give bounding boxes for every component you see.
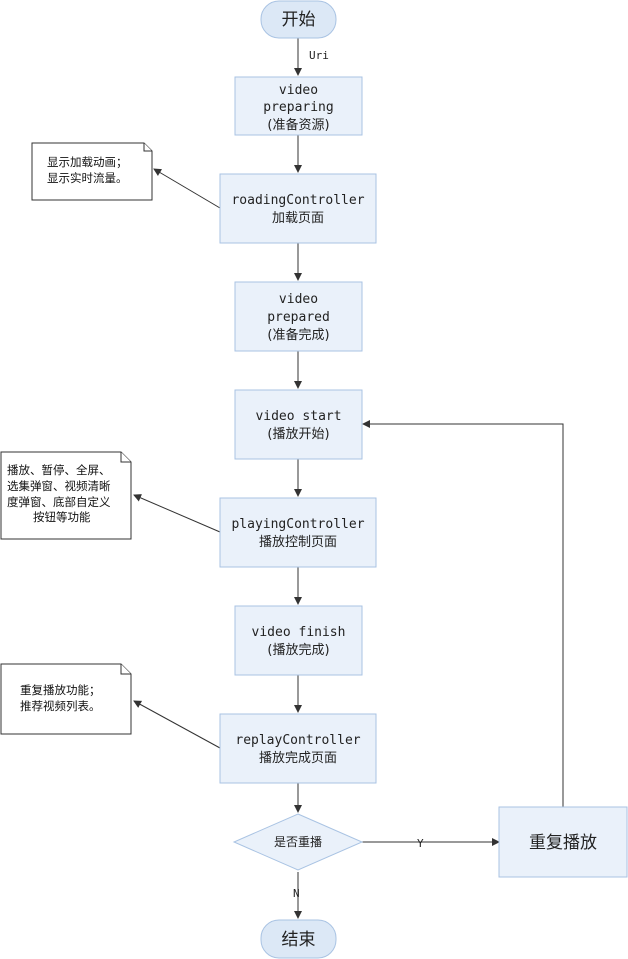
node-video-prepared[interactable]: video prepared (准备完成) — [234, 281, 363, 352]
note-replay: 重复播放功能； 推荐视频列表。 — [0, 663, 132, 735]
node-label-line: (准备完成) — [267, 327, 329, 343]
node-loading-controller[interactable]: roadingController 加载页面 — [219, 173, 377, 244]
node-label-line: prepared — [267, 310, 330, 325]
edge-note-replay — [133, 700, 221, 749]
node-label-line: 加载页面 — [272, 211, 324, 226]
decision-label: 是否重播 — [274, 835, 322, 849]
node-replay-controller[interactable]: replayController 播放完成页面 — [219, 713, 377, 784]
decision-replay[interactable]: 是否重播 — [232, 813, 364, 871]
note-line: 度弹窗、底部自定义 — [7, 495, 111, 509]
node-label-line: preparing — [263, 100, 333, 115]
node-playing-controller[interactable]: playingController 播放控制页面 — [219, 497, 377, 568]
node-label-line: video — [279, 292, 318, 307]
note-line: 选集弹窗、视频清晰 — [7, 479, 111, 493]
node-replay[interactable]: 重复播放 — [498, 806, 628, 878]
edge-label-no: N — [293, 887, 300, 900]
node-video-preparing[interactable]: video preparing (准备资源) — [234, 76, 363, 136]
edge-replay-start-loop — [362, 420, 564, 807]
note-line: 重复播放功能； — [20, 683, 101, 697]
note-line: 推荐视频列表。 — [20, 699, 101, 713]
note-loading: 显示加载动画； 显示实时流量。 — [31, 142, 153, 201]
node-label-line: 重复播放 — [529, 833, 597, 853]
edge-note-playing — [133, 494, 221, 533]
note-playing: 播放、暂停、全屏、 选集弹窗、视频清晰 度弹窗、底部自定义 按钮等功能 — [0, 451, 132, 540]
start-label: 开始 — [282, 10, 316, 30]
node-label-line: (准备资源) — [267, 117, 329, 133]
node-label-line: video — [279, 83, 318, 98]
node-label-line: 播放控制页面 — [259, 535, 337, 550]
note-line: 按钮等功能 — [33, 510, 91, 524]
node-label-line: video finish — [252, 625, 346, 640]
node-label-line: replayController — [235, 733, 360, 748]
edge-label-yes: Y — [417, 837, 424, 850]
end-label: 结束 — [282, 930, 316, 950]
note-line: 显示实时流量。 — [47, 171, 128, 185]
node-label-line: playingController — [231, 517, 364, 532]
node-video-start[interactable]: video start (播放开始) — [234, 389, 363, 460]
node-label-line: (播放开始) — [267, 427, 329, 442]
node-label-line: 播放完成页面 — [259, 751, 337, 766]
edge-note-loading — [153, 168, 221, 209]
note-line: 显示加载动画； — [47, 155, 128, 169]
end-terminal[interactable]: 结束 — [260, 919, 337, 959]
node-video-finish[interactable]: video finish (播放完成) — [234, 605, 363, 676]
start-terminal[interactable]: 开始 — [260, 0, 337, 39]
edge-label-uri: Uri — [309, 49, 329, 62]
node-label-line: (播放完成) — [267, 643, 329, 658]
node-label-line: roadingController — [231, 193, 364, 208]
note-line: 播放、暂停、全屏、 — [7, 463, 111, 477]
node-label-line: video start — [255, 409, 341, 424]
